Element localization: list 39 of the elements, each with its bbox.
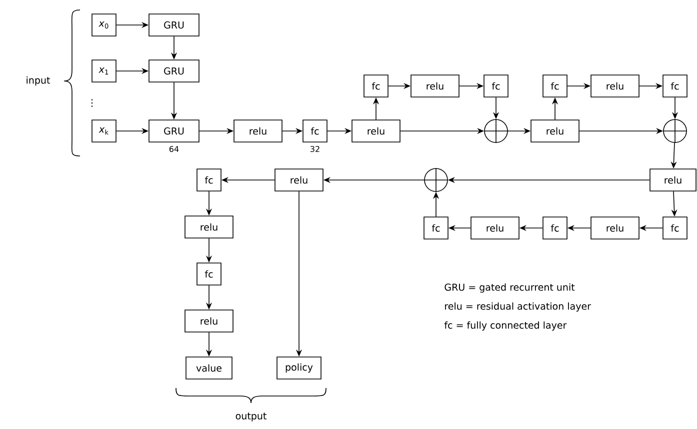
layer-box: relu bbox=[184, 216, 234, 238]
brace-label: output bbox=[236, 412, 266, 422]
layer-box: fc bbox=[364, 74, 388, 98]
layer-box: relu bbox=[470, 216, 520, 240]
layer-box: GRU bbox=[148, 60, 200, 82]
layer-box: fc bbox=[484, 74, 508, 98]
layer-box: fc bbox=[542, 216, 568, 240]
layer-box: x$_{1}$ bbox=[92, 60, 116, 82]
layer-box: policy bbox=[276, 356, 322, 380]
size-label: 32 bbox=[310, 146, 320, 152]
layer-box: x$_{k}$ bbox=[92, 120, 116, 142]
size-label: 64 bbox=[169, 146, 179, 152]
layer-box: relu bbox=[274, 168, 324, 192]
layer-box: GRU bbox=[148, 120, 200, 142]
legend-text: GRU = gated recurrent unit bbox=[444, 283, 575, 293]
layer-box: fc bbox=[196, 168, 222, 192]
layer-box: fc bbox=[662, 74, 688, 98]
layer-box: fc bbox=[424, 216, 448, 240]
layer-box: fc bbox=[196, 262, 222, 286]
layer-box: GRU bbox=[148, 14, 200, 36]
layer-box: relu bbox=[234, 120, 282, 142]
layer-box: fc bbox=[542, 74, 568, 98]
layer-box: relu bbox=[410, 74, 460, 98]
layer-box: relu bbox=[352, 120, 400, 142]
layer-box: relu bbox=[590, 74, 640, 98]
layer-box: fc bbox=[662, 216, 688, 240]
layer-box: relu bbox=[590, 216, 640, 240]
layer-box: fc bbox=[302, 120, 328, 142]
legend-text: fc = fully connected layer bbox=[444, 321, 567, 331]
sum-circle bbox=[662, 118, 688, 144]
layer-box: relu bbox=[650, 168, 696, 192]
layer-box: value bbox=[186, 356, 232, 380]
legend-text: relu = residual activation layer bbox=[445, 302, 591, 312]
layer-box: x$_{0}$ bbox=[92, 14, 116, 36]
sum-circle bbox=[484, 118, 508, 144]
layer-box: relu bbox=[184, 310, 234, 332]
sum-circle bbox=[424, 168, 448, 192]
brace-label: input bbox=[26, 76, 50, 86]
layer-box: relu bbox=[530, 120, 580, 142]
